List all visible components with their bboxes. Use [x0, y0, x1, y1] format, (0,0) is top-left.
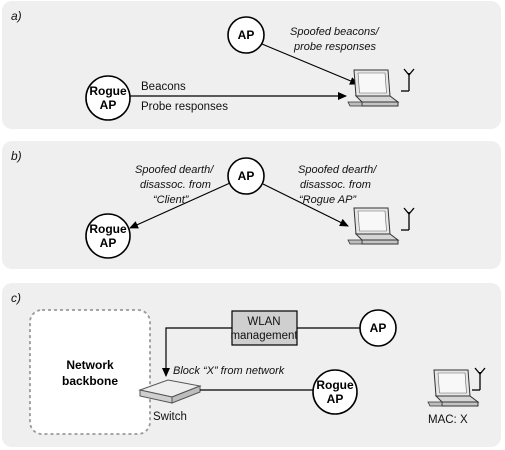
rogue-ap-node — [85, 213, 131, 259]
right-dearth-label-line2: disassoc. from — [300, 179, 371, 191]
wlan-management-label-line2: management — [230, 330, 298, 342]
right-dearth-label-line3: “Rogue AP” — [299, 194, 357, 206]
wlan-management-box — [231, 310, 298, 346]
network-backbone-label-line2: backbone — [62, 374, 118, 388]
switch-icon — [138, 379, 202, 404]
panel-label-a: a) — [11, 9, 22, 23]
ap-node — [227, 157, 265, 195]
panel-a-diagram: Rogue AP AP Beacons Probe responses Spoo… — [85, 16, 415, 121]
panel-b-diagram: AP Rogue AP Spoofed dearth/ disassoc. fr… — [85, 157, 415, 259]
rogue-ap-label-line1: Rogue — [89, 222, 127, 236]
ap-label: AP — [238, 169, 255, 183]
antenna-icon — [471, 367, 486, 391]
panel-c-diagram: Network backbone WLAN management AP Bloc… — [29, 309, 486, 435]
dearth-arrow-to-client — [262, 183, 349, 227]
probe-responses-label: Probe responses — [141, 101, 228, 113]
rogue-ap-label-line2: AP — [100, 236, 117, 250]
right-dearth-label-line1: Spoofed dearth/ — [298, 164, 377, 176]
block-arrow — [162, 327, 232, 377]
ap-label: AP — [370, 321, 387, 335]
spoofed-beacons-label-line1: Spoofed beacons/ — [290, 26, 380, 38]
rogue-ap-label-line2: AP — [327, 392, 344, 406]
ap-label: AP — [238, 28, 255, 42]
rogue-ap-node — [85, 75, 131, 121]
beacons-label: Beacons — [141, 81, 186, 93]
ap-node — [227, 16, 265, 54]
rogue-ap-label-line2: AP — [100, 98, 117, 112]
network-backbone-label-line1: Network — [66, 358, 114, 372]
antenna-icon — [400, 207, 415, 231]
laptop-icon — [347, 69, 399, 107]
rogue-ap-node — [312, 369, 358, 415]
spoofed-arrow — [261, 43, 359, 85]
laptop-icon — [427, 369, 479, 407]
rogue-ap-label-line1: Rogue — [89, 84, 127, 98]
network-backbone-box — [29, 309, 151, 435]
left-dearth-label-line2: disassoc. from — [140, 179, 211, 191]
panel-label-c: c) — [11, 291, 21, 305]
antenna-icon — [400, 68, 415, 92]
wlan-management-label-line1: WLAN — [247, 316, 280, 328]
spoofed-beacons-label-line2: probe responses — [293, 41, 376, 53]
block-label: Block “X” from network — [173, 365, 285, 377]
mac-label: MAC: X — [428, 414, 468, 426]
laptop-icon — [347, 207, 399, 245]
left-dearth-label-line3: “Client” — [153, 194, 190, 206]
rogue-ap-label-line1: Rogue — [316, 378, 354, 392]
dearth-arrow-to-rogue — [129, 182, 231, 229]
panel-label-b: b) — [11, 149, 22, 163]
left-dearth-label-line1: Spoofed dearth/ — [135, 164, 214, 176]
switch-label: Switch — [153, 411, 187, 423]
